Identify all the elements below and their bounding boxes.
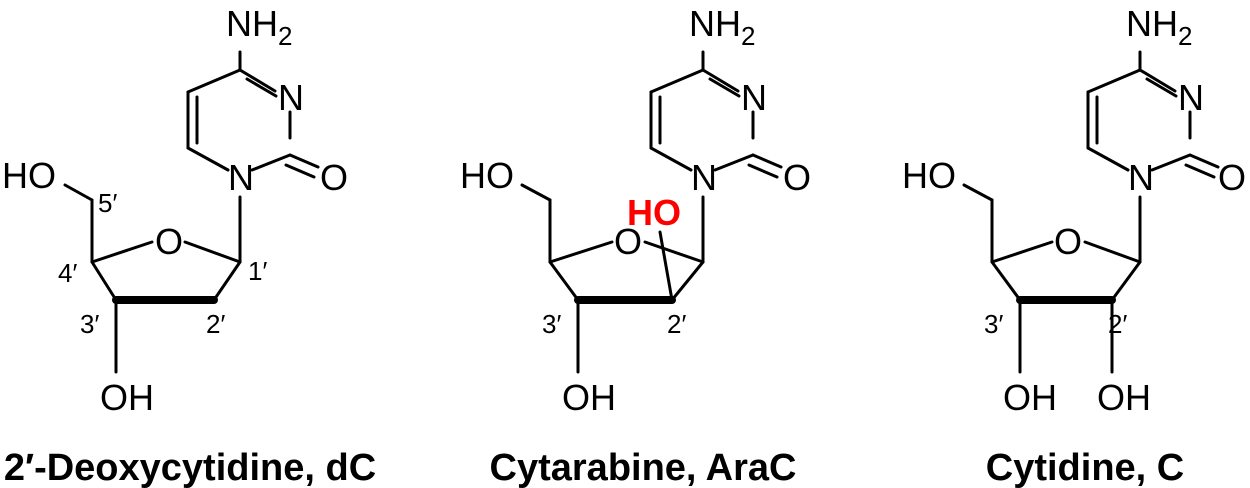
ring-o-label: O [155, 221, 183, 262]
locant-4: 4′ [58, 258, 77, 288]
locant-3: 3′ [542, 309, 561, 339]
ring-o-label: O [1054, 221, 1082, 262]
molecule-deoxycytidine: NH2 N N O O HO OH 5′ 4′ 1′ 3′ 2′ 2′-Deox… [2, 3, 376, 488]
locant-5: 5′ [98, 188, 117, 218]
locant-3: 3′ [984, 309, 1003, 339]
locant-3: 3′ [80, 309, 99, 339]
oh2-label: OH [1097, 377, 1151, 418]
oh3-label: OH [100, 377, 154, 418]
amine-label: NH2 [1126, 3, 1192, 51]
oh3-label: OH [562, 377, 616, 418]
locant-2: 2′ [1108, 309, 1127, 339]
ring-o-label: O [614, 221, 642, 262]
n1-label: N [228, 157, 254, 198]
cytosine-base [186, 50, 320, 179]
molecule-cytarabine: NH2 N N O O HO HO OH 3′ 2′ Cytarabine, A… [460, 3, 811, 488]
n3-label: N [278, 77, 304, 118]
carbonyl-o-label: O [783, 157, 811, 198]
n3-label: N [741, 77, 767, 118]
n1-label: N [691, 157, 717, 198]
ho5-label: HO [460, 155, 514, 196]
arabinose-sugar [520, 183, 705, 374]
carbonyl-o-label: O [1218, 157, 1246, 198]
cytosine-base [1086, 50, 1220, 179]
locant-2: 2′ [667, 309, 686, 339]
oh3-label: OH [1003, 377, 1057, 418]
ho5-label: HO [902, 155, 956, 196]
molecule-cytidine: NH2 N N O O HO OH OH 3′ 2′ Cytidine, C [902, 3, 1246, 488]
amine-label: NH2 [226, 3, 292, 51]
ho2-highlighted-label: HO [627, 192, 681, 233]
cytosine-base [649, 50, 783, 179]
caption-deoxycytidine: 2′-Deoxycytidine, dC [4, 447, 376, 488]
caption-cytidine: Cytidine, C [986, 447, 1184, 488]
n3-label: N [1178, 77, 1204, 118]
locant-1: 1′ [248, 256, 267, 286]
ho5-label: HO [2, 155, 56, 196]
deoxyribose-sugar [63, 183, 242, 374]
ribose-sugar [962, 183, 1142, 374]
caption-cytarabine: Cytarabine, AraC [490, 447, 797, 488]
locant-2: 2′ [206, 309, 225, 339]
amine-label: NH2 [689, 3, 755, 51]
n1-label: N [1128, 157, 1154, 198]
carbonyl-o-label: O [320, 157, 348, 198]
